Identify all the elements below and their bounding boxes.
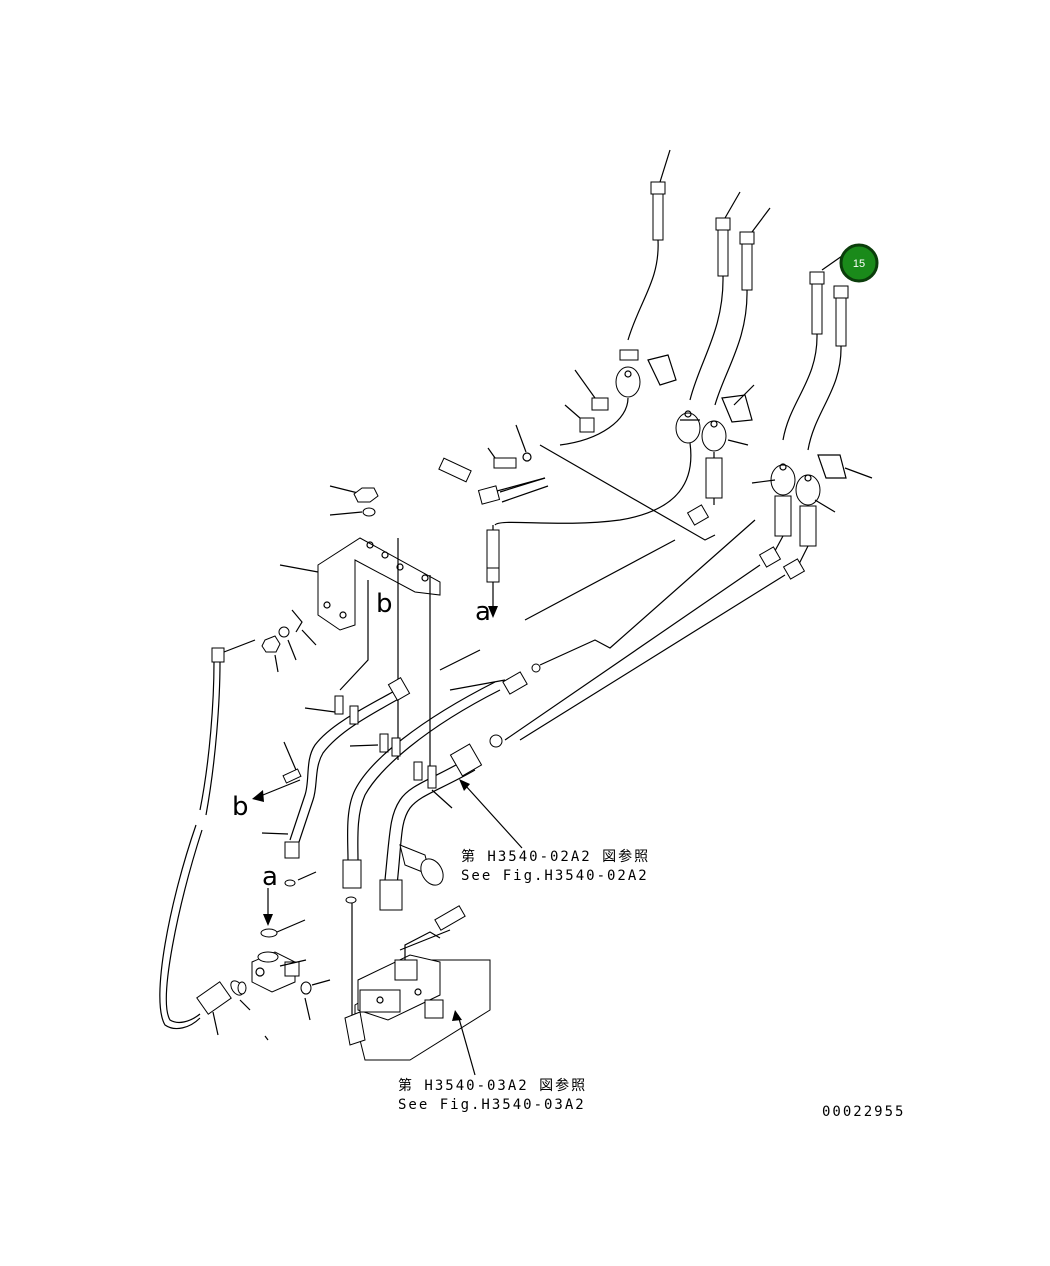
callout-circle[interactable] — [839, 243, 879, 283]
reference-1-japanese: 第 H3540-02A2 図参照 — [461, 848, 650, 865]
label-a-mid: a — [262, 862, 278, 892]
swivel-fitting — [237, 888, 331, 1021]
drawing-number: 00022955 — [822, 1104, 905, 1120]
label-b-left: b — [232, 792, 249, 822]
tube-assemblies — [252, 677, 523, 1020]
upper-hose-group — [494, 149, 873, 580]
mounting-bracket — [261, 485, 441, 780]
reference-2-english: See Fig.H3540-03A2 — [398, 1097, 586, 1113]
callout-number: 15 — [853, 258, 865, 270]
label-a-top: a — [475, 597, 491, 627]
middle-lines — [438, 369, 786, 748]
reference-2-japanese: 第 H3540-03A2 図参照 — [398, 1077, 587, 1094]
label-b-bracket: b — [376, 589, 393, 619]
reference-1-english: See Fig.H3540-02A2 — [461, 868, 649, 884]
callout-15[interactable]: 15 — [821, 243, 879, 283]
valve-block — [344, 931, 491, 1076]
